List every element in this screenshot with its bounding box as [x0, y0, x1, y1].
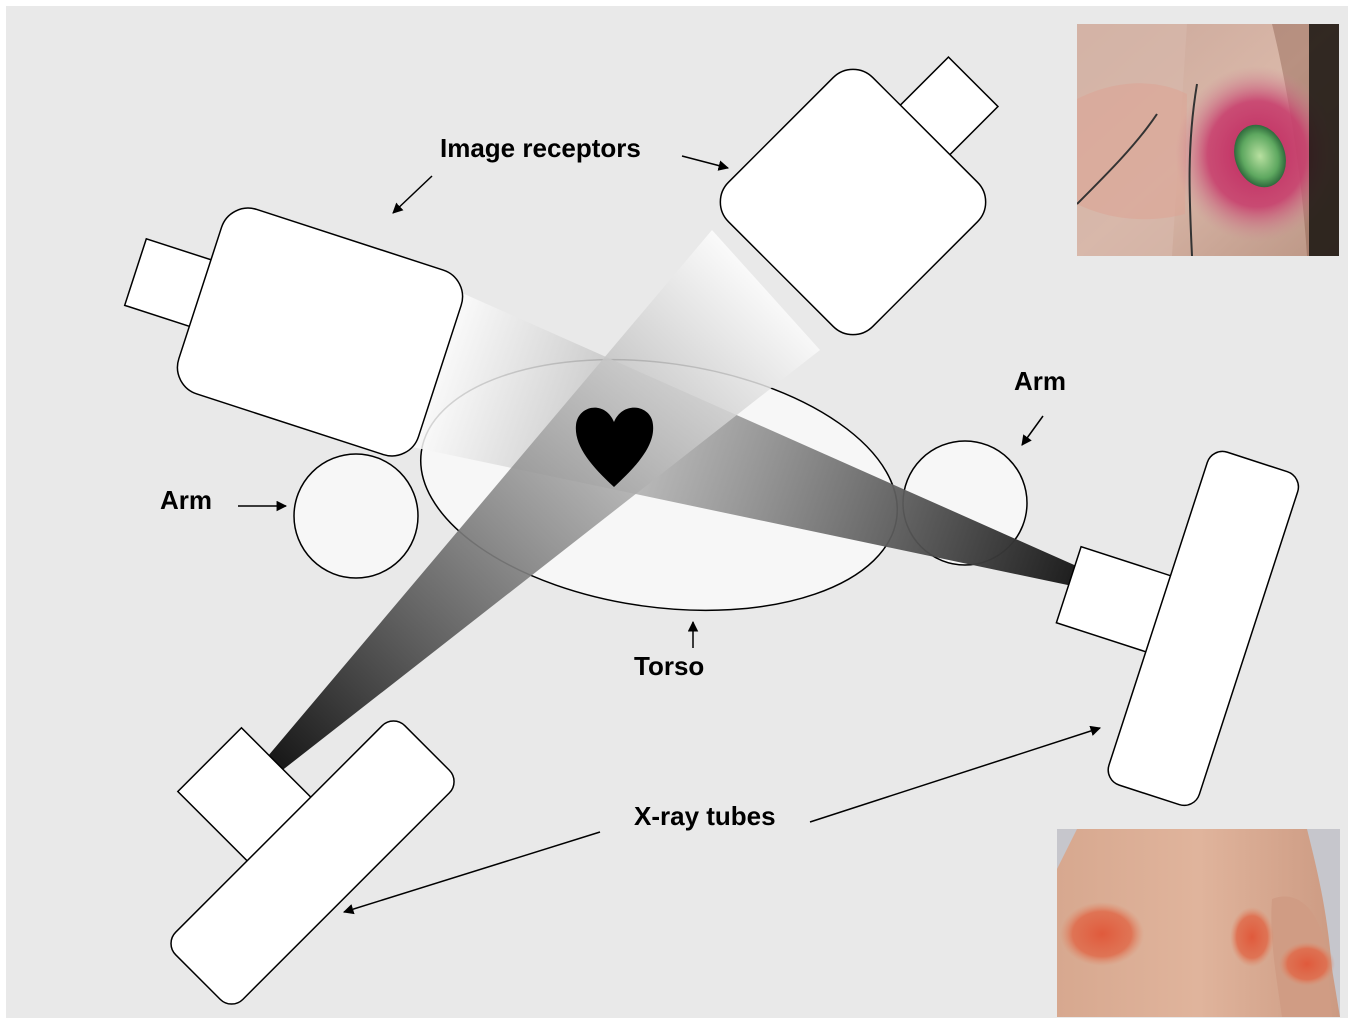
- label-xray-tubes: X-ray tubes: [634, 801, 776, 832]
- skin-injury-photo: [1077, 24, 1339, 256]
- back-erythema-photo: [1057, 829, 1340, 1017]
- arm-left-shape: [294, 454, 418, 578]
- label-torso: Torso: [634, 651, 704, 682]
- label-image-receptors: Image receptors: [440, 133, 641, 164]
- label-arm-left: Arm: [160, 485, 212, 516]
- label-arm-right: Arm: [1014, 366, 1066, 397]
